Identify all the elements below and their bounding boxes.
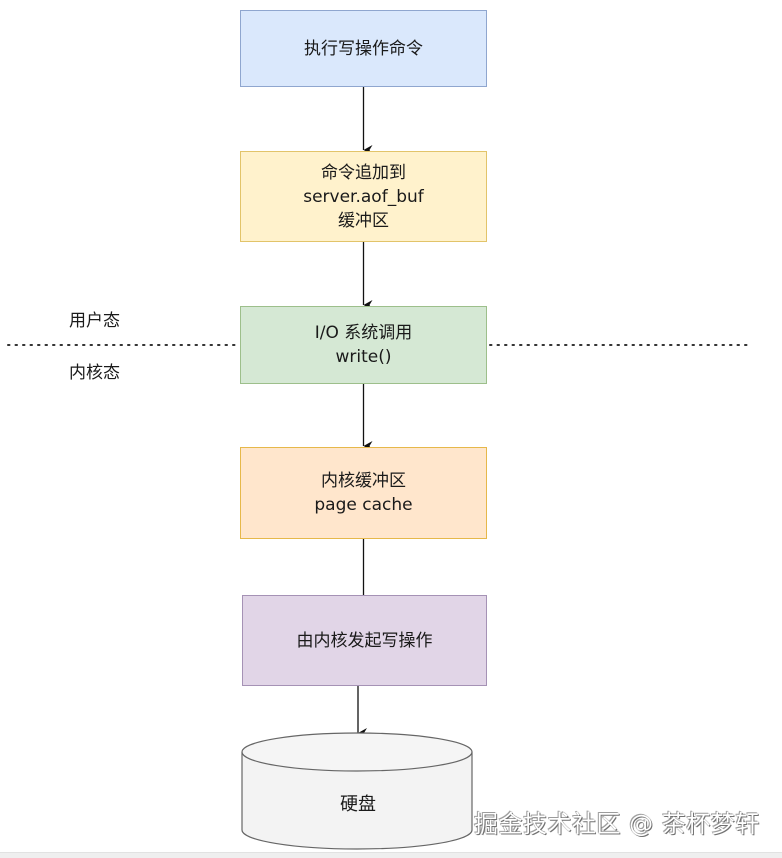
node-text: page cache bbox=[314, 495, 413, 515]
watermark: 掘金技术社区 @ 茶杯梦轩 bbox=[474, 810, 760, 838]
disk-label: 硬盘 bbox=[340, 794, 376, 815]
node-page-cache: 内核缓冲区 page cache bbox=[240, 447, 487, 539]
node-text: 内核缓冲区 bbox=[321, 471, 406, 491]
node-text: server.aof_buf bbox=[303, 186, 424, 207]
node-append-buf: 命令追加到 server.aof_buf 缓冲区 bbox=[240, 151, 487, 242]
bottom-divider bbox=[0, 852, 782, 858]
node-kernel-write: 由内核发起写操作 bbox=[242, 595, 487, 686]
node-exec-write: 执行写操作命令 bbox=[240, 10, 487, 87]
node-text: write() bbox=[335, 347, 392, 367]
node-text: I/O 系统调用 bbox=[314, 323, 413, 343]
node-text: 执行写操作命令 bbox=[304, 38, 423, 59]
node-text: 命令追加到 bbox=[321, 162, 406, 183]
node-syscall-write: I/O 系统调用 write() bbox=[240, 306, 487, 384]
node-text: 由内核发起写操作 bbox=[296, 630, 433, 651]
node-text: 缓冲区 bbox=[338, 210, 389, 231]
disk-cylinder bbox=[241, 732, 473, 850]
user-mode-label: 用户态 bbox=[69, 311, 120, 331]
kernel-mode-label: 内核态 bbox=[69, 363, 120, 383]
